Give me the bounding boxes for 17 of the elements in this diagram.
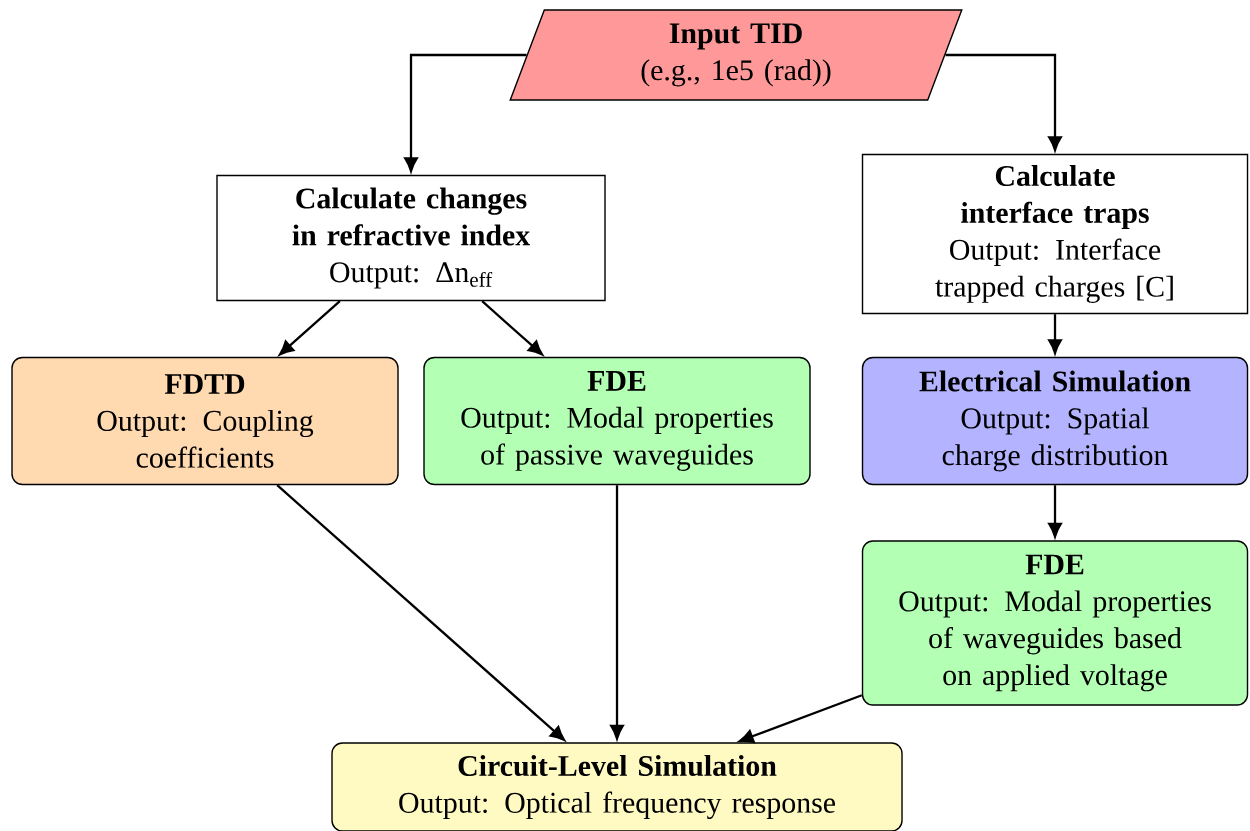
- arrow: [481, 300, 543, 356]
- arrow: [738, 694, 863, 743]
- process-box: Circuit-Level Simulation Output: Optical frequency response: [331, 742, 903, 831]
- arrow: [279, 300, 341, 356]
- process-box: Electrical Simulation Output: Spatial charge distribution: [861, 356, 1249, 486]
- arrow: [276, 484, 565, 741]
- input-parallelogram: Input TID (e.g., 1e5 (rad)): [509, 9, 963, 101]
- process-box: FDE Output: Modal properties of waveguides based on applied voltage: [861, 540, 1249, 706]
- arrow: [1048, 485, 1062, 538]
- arrow: [1048, 314, 1062, 354]
- arrow: [610, 485, 624, 740]
- arrow: [404, 53, 527, 172]
- arrow: [945, 53, 1062, 151]
- process-box: Calculate interface traps Output: Interface trapped charges [C]: [861, 153, 1249, 315]
- process-box: FDTD Output: Coupling coefficients: [11, 356, 399, 486]
- process-box: Calculate changes in refractive index Output: Δn$_{eff}$: [216, 174, 606, 302]
- process-box: FDE Output: Modal properties of passive waveguides: [423, 356, 811, 486]
